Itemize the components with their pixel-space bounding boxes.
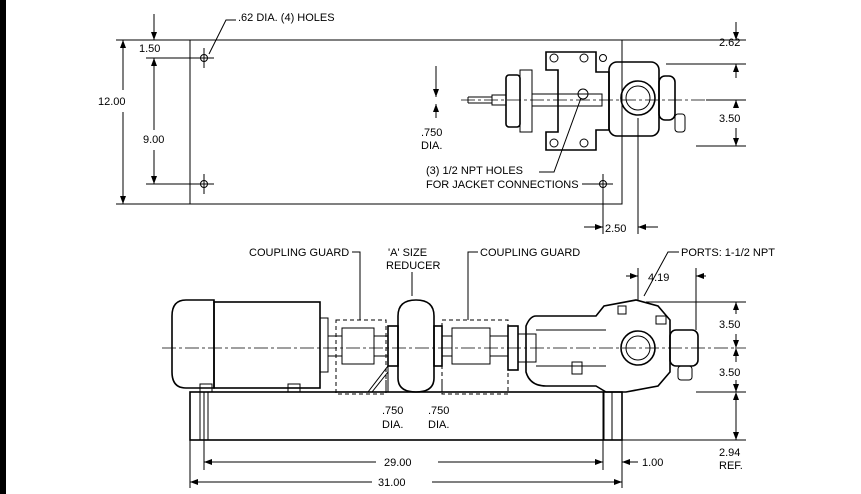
dim-base-height: 2.94 [719,447,740,459]
side-view: COUPLING GUARD 'A' SIZE REDUCER COUPLING… [162,247,775,489]
dim-overall-length: 31.00 [378,477,406,489]
shaft-dia-left-unit: DIA. [382,419,403,431]
pump-top-view [467,51,686,151]
coupling-left [341,327,375,365]
shaft-dia-left: .750 [382,405,403,417]
shaft-dia-right-unit: DIA. [428,419,449,431]
holes-leader [208,19,236,55]
coupling-guard-left-label: COUPLING GUARD [249,247,349,259]
dim-overall-height: 12.00 [98,96,126,108]
reducer-label-1: 'A' SIZE [388,247,427,259]
top-view: .62 DIA. (4) HOLES 12.00 1.50 9.00 [98,12,746,235]
coupling-right [451,327,491,365]
shaft-dia: .750 [421,127,442,139]
shaft-dia-right: .750 [428,405,449,417]
jacket-leader [539,97,582,173]
reducer-label-2: REDUCER [386,260,440,272]
baseplate-outline [189,39,623,205]
drawing-sheet: .62 DIA. (4) HOLES 12.00 1.50 9.00 [6,0,861,494]
dim-right-mid: 3.50 [719,113,740,125]
mounting-hole [194,48,214,68]
dim-upper: 3.50 [719,319,740,331]
coupling-guard-left [335,319,387,395]
ports-note: PORTS: 1-1/2 NPT [681,247,775,259]
dim-bottom-right: 2.50 [605,223,626,235]
pump-side-view [507,299,699,393]
shaft-dia-unit: DIA. [421,140,442,152]
mounting-hole [599,54,607,62]
coupling-guard-right-leader [467,251,478,320]
dimension-drawing: .62 DIA. (4) HOLES 12.00 1.50 9.00 [98,12,775,489]
dim-right-top: 2.62 [719,37,740,49]
coupling-guard-right-label: COUPLING GUARD [480,247,580,259]
jacket-note-1: (3) 1/2 NPT HOLES [426,165,523,177]
reducer [366,299,443,393]
dim-port-offset: 4.19 [648,272,669,284]
holes-note: .62 DIA. (4) HOLES [238,12,335,24]
baseplate-side [189,391,623,441]
dim-lower: 3.50 [719,367,740,379]
ports-leader [643,251,679,297]
motor [171,299,343,393]
dim-base-height-ref: REF. [719,460,743,472]
coupling-guard-left-leader [352,251,361,320]
dim-top-edge: 1.50 [139,43,160,55]
dim-hole-spacing: 9.00 [143,134,164,146]
jacket-note-2: FOR JACKET CONNECTIONS [426,179,579,191]
dim-end-offset: 1.00 [642,457,663,469]
mounting-hole [194,174,214,194]
dim-hole-span: 29.00 [384,457,412,469]
